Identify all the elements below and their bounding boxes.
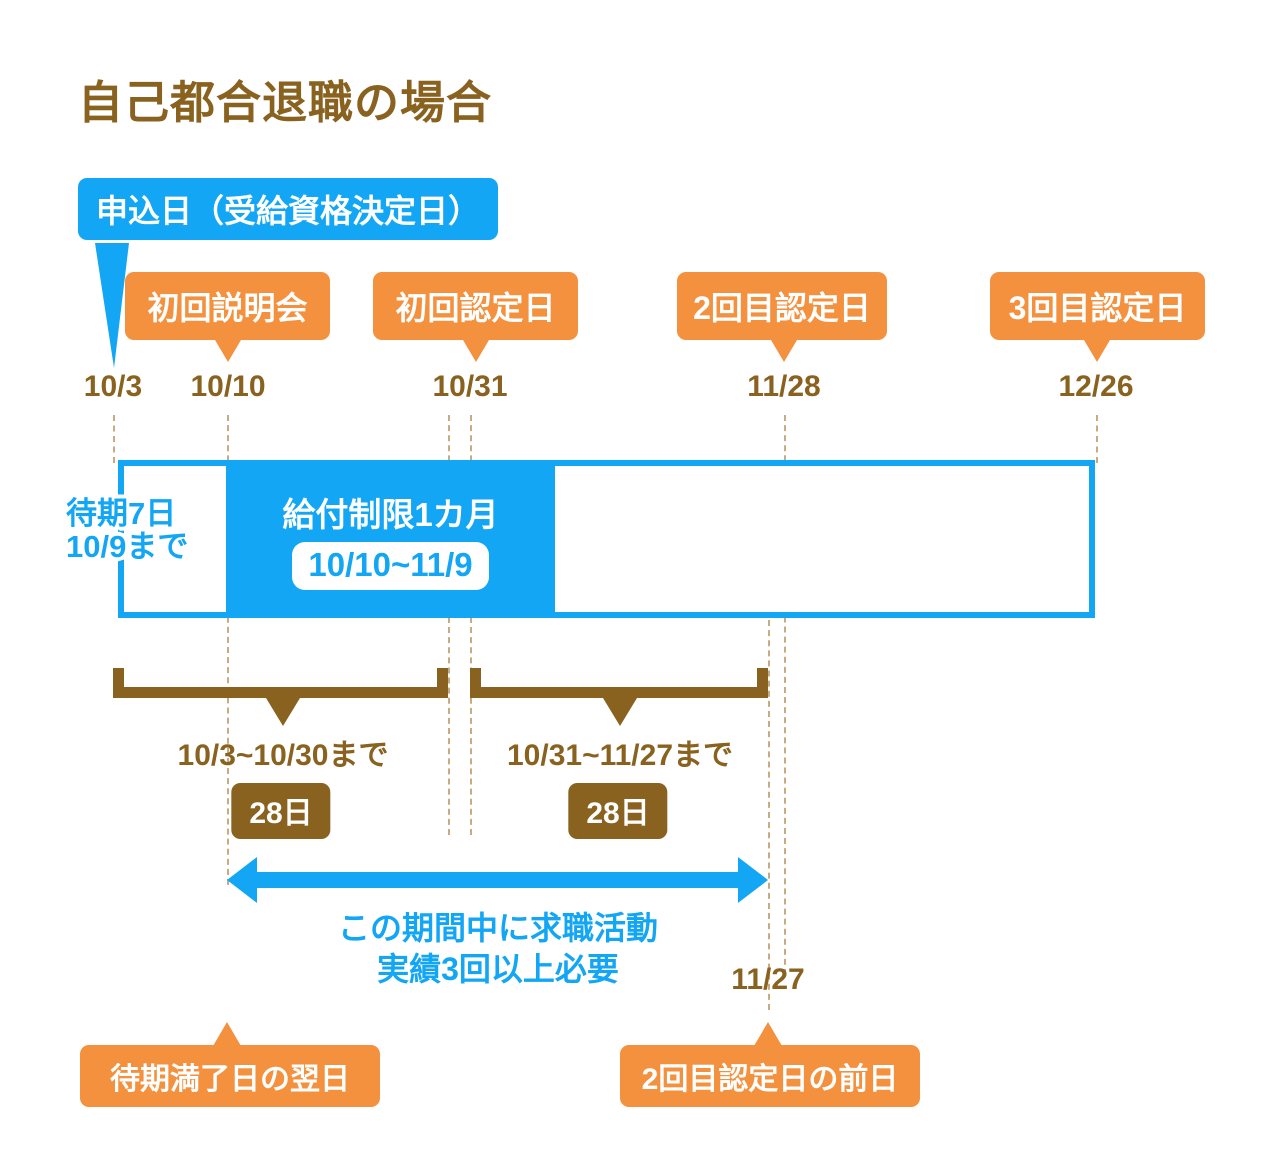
date-label-10-3: 10/3 [83, 370, 143, 403]
callout-application-day-label: 申込日（受給資格決定日） [95, 193, 480, 229]
callout-first-certification-label: 初回認定日 [395, 290, 556, 326]
bracket-period-1 [113, 660, 448, 726]
guide-10-10 [227, 415, 229, 885]
restriction-label: 給付制限1カ月 [282, 496, 499, 533]
timeline-bar-restriction-segment: 給付制限1カ月 10/10~11/9 [226, 460, 555, 618]
job-search-note-line1: この期間中に求職活動 [337, 910, 659, 946]
callout-third-certification[interactable]: 3回目認定日 [990, 272, 1205, 340]
callout-third-certification-label: 3回目認定日 [1008, 290, 1187, 326]
callout-first-briefing-label: 初回説明会 [147, 290, 308, 326]
guide-10-31 [448, 415, 450, 835]
callout-first-certification-tail [463, 340, 489, 362]
date-label-10-31: 10/31 [432, 370, 508, 403]
bracket-period-1-cap-left [113, 668, 124, 698]
callout-day-after-waiting-label: 待期満了日の翌日 [110, 1063, 350, 1096]
bracket-period-2 [470, 660, 768, 726]
bracket-period-2-nib [603, 698, 637, 726]
callout-second-certification-label: 2回目認定日 [693, 290, 871, 326]
job-search-period-arrow [227, 857, 768, 903]
restriction-range-pill: 10/10~11/9 [292, 542, 489, 590]
callout-day-before-second-cert-label: 2回目認定日の前日 [641, 1063, 899, 1096]
arrow-head-left-icon [227, 857, 257, 903]
bracket-period-2-range: 10/31~11/27まで [506, 739, 734, 772]
bracket-period-1-nib [266, 698, 300, 726]
guide-10-3 [113, 415, 115, 463]
job-search-note: この期間中に求職活動 実績3回以上必要 [338, 908, 658, 990]
date-label-10-10: 10/10 [190, 370, 266, 403]
waiting-period-line1: 待期7日 [66, 496, 177, 531]
bracket-period-1-days: 28日 [231, 783, 331, 839]
date-label-12-26: 12/26 [1058, 370, 1134, 403]
arrow-head-right-icon [738, 857, 768, 903]
callout-day-before-second-cert[interactable]: 2回目認定日の前日 [620, 1045, 920, 1107]
callout-second-certification[interactable]: 2回目認定日 [677, 272, 887, 340]
bracket-period-2-cap-left [470, 668, 481, 698]
bracket-period-1-range: 10/3~10/30まで [177, 739, 389, 772]
callout-day-after-waiting-tail [213, 1022, 241, 1046]
bracket-period-2-cap-right [757, 668, 768, 698]
waiting-period-line2: 10/9まで [66, 529, 189, 565]
bracket-period-2-days: 28日 [568, 783, 668, 839]
callout-second-certification-tail [771, 340, 797, 362]
page-title: 自己都合退職の場合 [78, 77, 493, 128]
callout-third-certification-tail [1084, 340, 1110, 362]
waiting-period-label: 待期7日 10/9まで [66, 497, 188, 564]
date-label-11-27: 11/27 [731, 963, 805, 996]
callout-day-before-second-cert-tail [754, 1022, 782, 1046]
job-search-note-line2: 実績3回以上必要 [377, 950, 619, 987]
callout-day-after-waiting[interactable]: 待期満了日の翌日 [80, 1045, 380, 1107]
callout-first-briefing-tail [215, 340, 241, 362]
callout-application-day[interactable]: 申込日（受給資格決定日） [78, 178, 498, 240]
bracket-period-1-cap-right [437, 668, 448, 698]
callout-first-certification[interactable]: 初回認定日 [373, 272, 578, 340]
guide-11-27 [768, 620, 770, 1010]
guide-10-31b [470, 415, 472, 835]
guide-11-28 [784, 415, 786, 975]
guide-12-26 [1096, 415, 1098, 463]
bracket-period-2-bar [470, 687, 768, 698]
callout-first-briefing[interactable]: 初回説明会 [125, 272, 330, 340]
application-day-callout-tail [95, 243, 129, 368]
date-label-11-28: 11/28 [747, 370, 821, 403]
bracket-period-1-bar [113, 687, 448, 698]
arrow-shaft [255, 872, 740, 888]
